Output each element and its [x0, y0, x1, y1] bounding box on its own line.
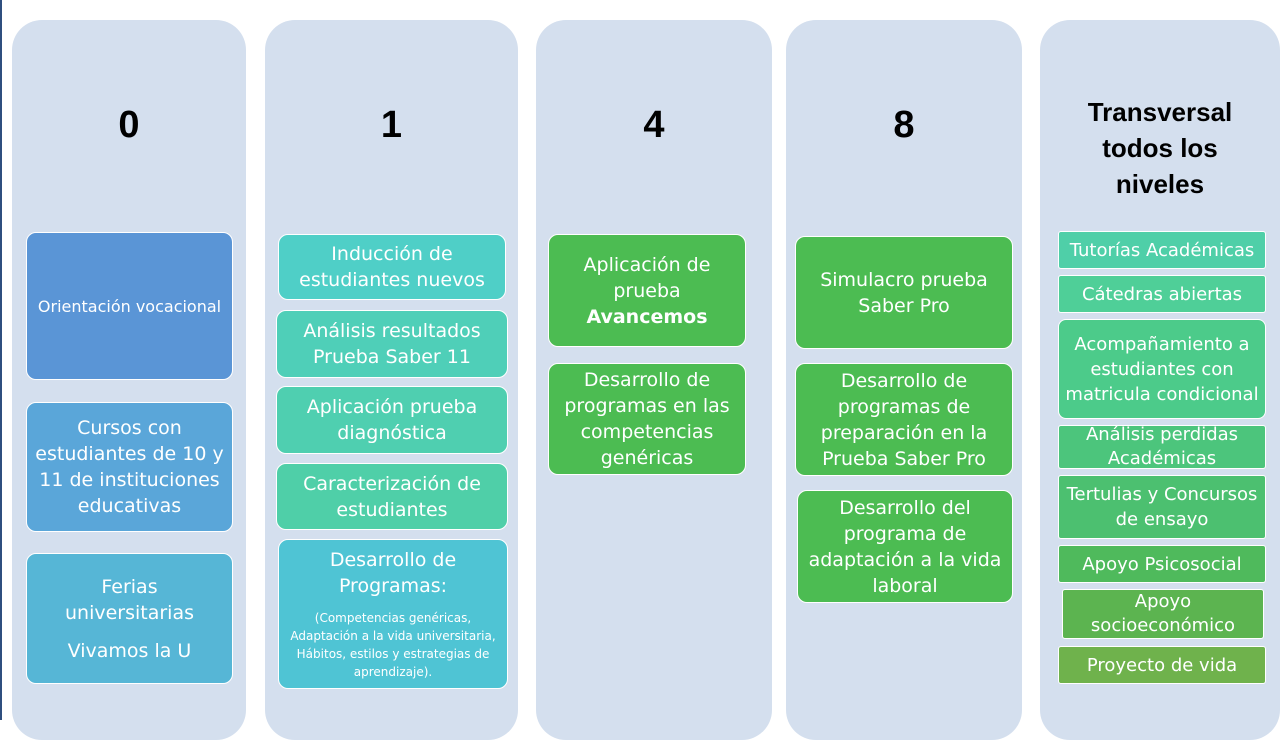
transversal-item-academic-loss: Análisis perdidas Académicas — [1058, 424, 1266, 469]
item-text: Apoyo socioeconómico — [1090, 591, 1236, 636]
level-column-transversal: Transversal todos los niveles Tutorías A… — [1040, 20, 1280, 740]
level-item-saberpro-mock: Simulacro prueba Saber Pro — [795, 236, 1013, 349]
item-text: Análisis perdidas Académicas — [1085, 424, 1239, 469]
level-column-8: 8 Simulacro prueba Saber Pro Desarrollo … — [786, 20, 1022, 740]
item-text: Inducción de estudiantes nuevos — [299, 243, 485, 291]
transversal-item-life-project: Proyecto de vida — [1058, 646, 1266, 684]
item-text: Simulacro prueba Saber Pro — [820, 268, 988, 317]
transversal-item-tutoring: Tutorías Académicas — [1058, 231, 1266, 269]
level-item-orientation: Orientación vocacional — [26, 232, 233, 380]
level-item-courses: Cursos con estudiantes de 10 y 11 de ins… — [26, 402, 233, 532]
level-item-programs: Desarrollo de Programas: (Competencias g… — [278, 539, 508, 689]
item-text: Caracterización de estudiantes — [303, 472, 481, 521]
level-item-characterization: Caracterización de estudiantes — [276, 463, 508, 530]
level-item-diagnostic-test: Aplicación prueba diagnóstica — [276, 386, 508, 454]
transversal-item-psychosocial: Apoyo Psicosocial — [1058, 545, 1266, 583]
level-column-0: 0 Orientación vocacional Cursos con estu… — [12, 20, 246, 740]
item-text: Tertulias y Concursos de ensayo — [1066, 484, 1258, 530]
level-item-saberpro-prep: Desarrollo de programas de preparación e… — [795, 363, 1013, 476]
item-title: Desarrollo de Programas: — [329, 549, 457, 597]
item-text: Apoyo Psicosocial — [1082, 553, 1242, 575]
level-column-4: 4 Aplicación de prueba Avancemos Desarro… — [536, 20, 772, 740]
item-text: Análisis resultados Prueba Saber 11 — [303, 320, 481, 368]
transversal-item-essay-contests: Tertulias y Concursos de ensayo — [1058, 475, 1266, 539]
item-text-line1: Ferias universitarias — [64, 575, 194, 624]
level-item-saber11-analysis: Análisis resultados Prueba Saber 11 — [276, 310, 508, 378]
item-text: Aplicación prueba diagnóstica — [306, 396, 478, 444]
item-text: Desarrollo del programa de adaptación a … — [808, 496, 1002, 597]
item-text: Desarrollo de programas en las competenc… — [564, 369, 730, 469]
level-header: 1 — [380, 104, 403, 146]
level-item-avancemos: Aplicación de prueba Avancemos — [548, 234, 746, 347]
level-item-generic-competencies: Desarrollo de programas en las competenc… — [548, 363, 746, 475]
item-text-line2: Vivamos la U — [67, 639, 192, 662]
item-text: Orientación vocacional — [37, 296, 222, 316]
level-item-induction: Inducción de estudiantes nuevos — [278, 234, 506, 300]
level-header: 4 — [643, 104, 665, 146]
item-text: Cátedras abiertas — [1081, 283, 1243, 305]
item-text-line1: Aplicación de prueba — [583, 253, 711, 302]
transversal-item-open-chairs: Cátedras abiertas — [1058, 275, 1266, 313]
transversal-item-socioeconomic: Apoyo socioeconómico — [1062, 589, 1264, 639]
level-header: 0 — [118, 104, 140, 146]
level-header: 8 — [893, 104, 915, 146]
level-item-work-adaptation: Desarrollo del programa de adaptación a … — [797, 490, 1013, 603]
level-column-1: 1 Inducción de estudiantes nuevos Anális… — [265, 20, 518, 740]
level-item-fairs: Ferias universitarias Vivamos la U — [26, 553, 233, 684]
item-text: Cursos con estudiantes de 10 y 11 de ins… — [35, 417, 224, 517]
slide-left-border — [0, 0, 2, 720]
item-text: Proyecto de vida — [1086, 654, 1238, 676]
level-header: Transversal todos los niveles — [1087, 97, 1233, 199]
item-text: Tutorías Académicas — [1069, 239, 1255, 261]
item-text-bold: Avancemos — [586, 305, 708, 328]
item-text: Acompañamiento a estudiantes con matricu… — [1065, 333, 1259, 405]
transversal-item-conditional-enrollment: Acompañamiento a estudiantes con matricu… — [1058, 319, 1266, 419]
item-text: Desarrollo de programas de preparación e… — [820, 369, 988, 470]
item-detail: (Competencias genéricas, Adaptación a la… — [290, 611, 496, 679]
